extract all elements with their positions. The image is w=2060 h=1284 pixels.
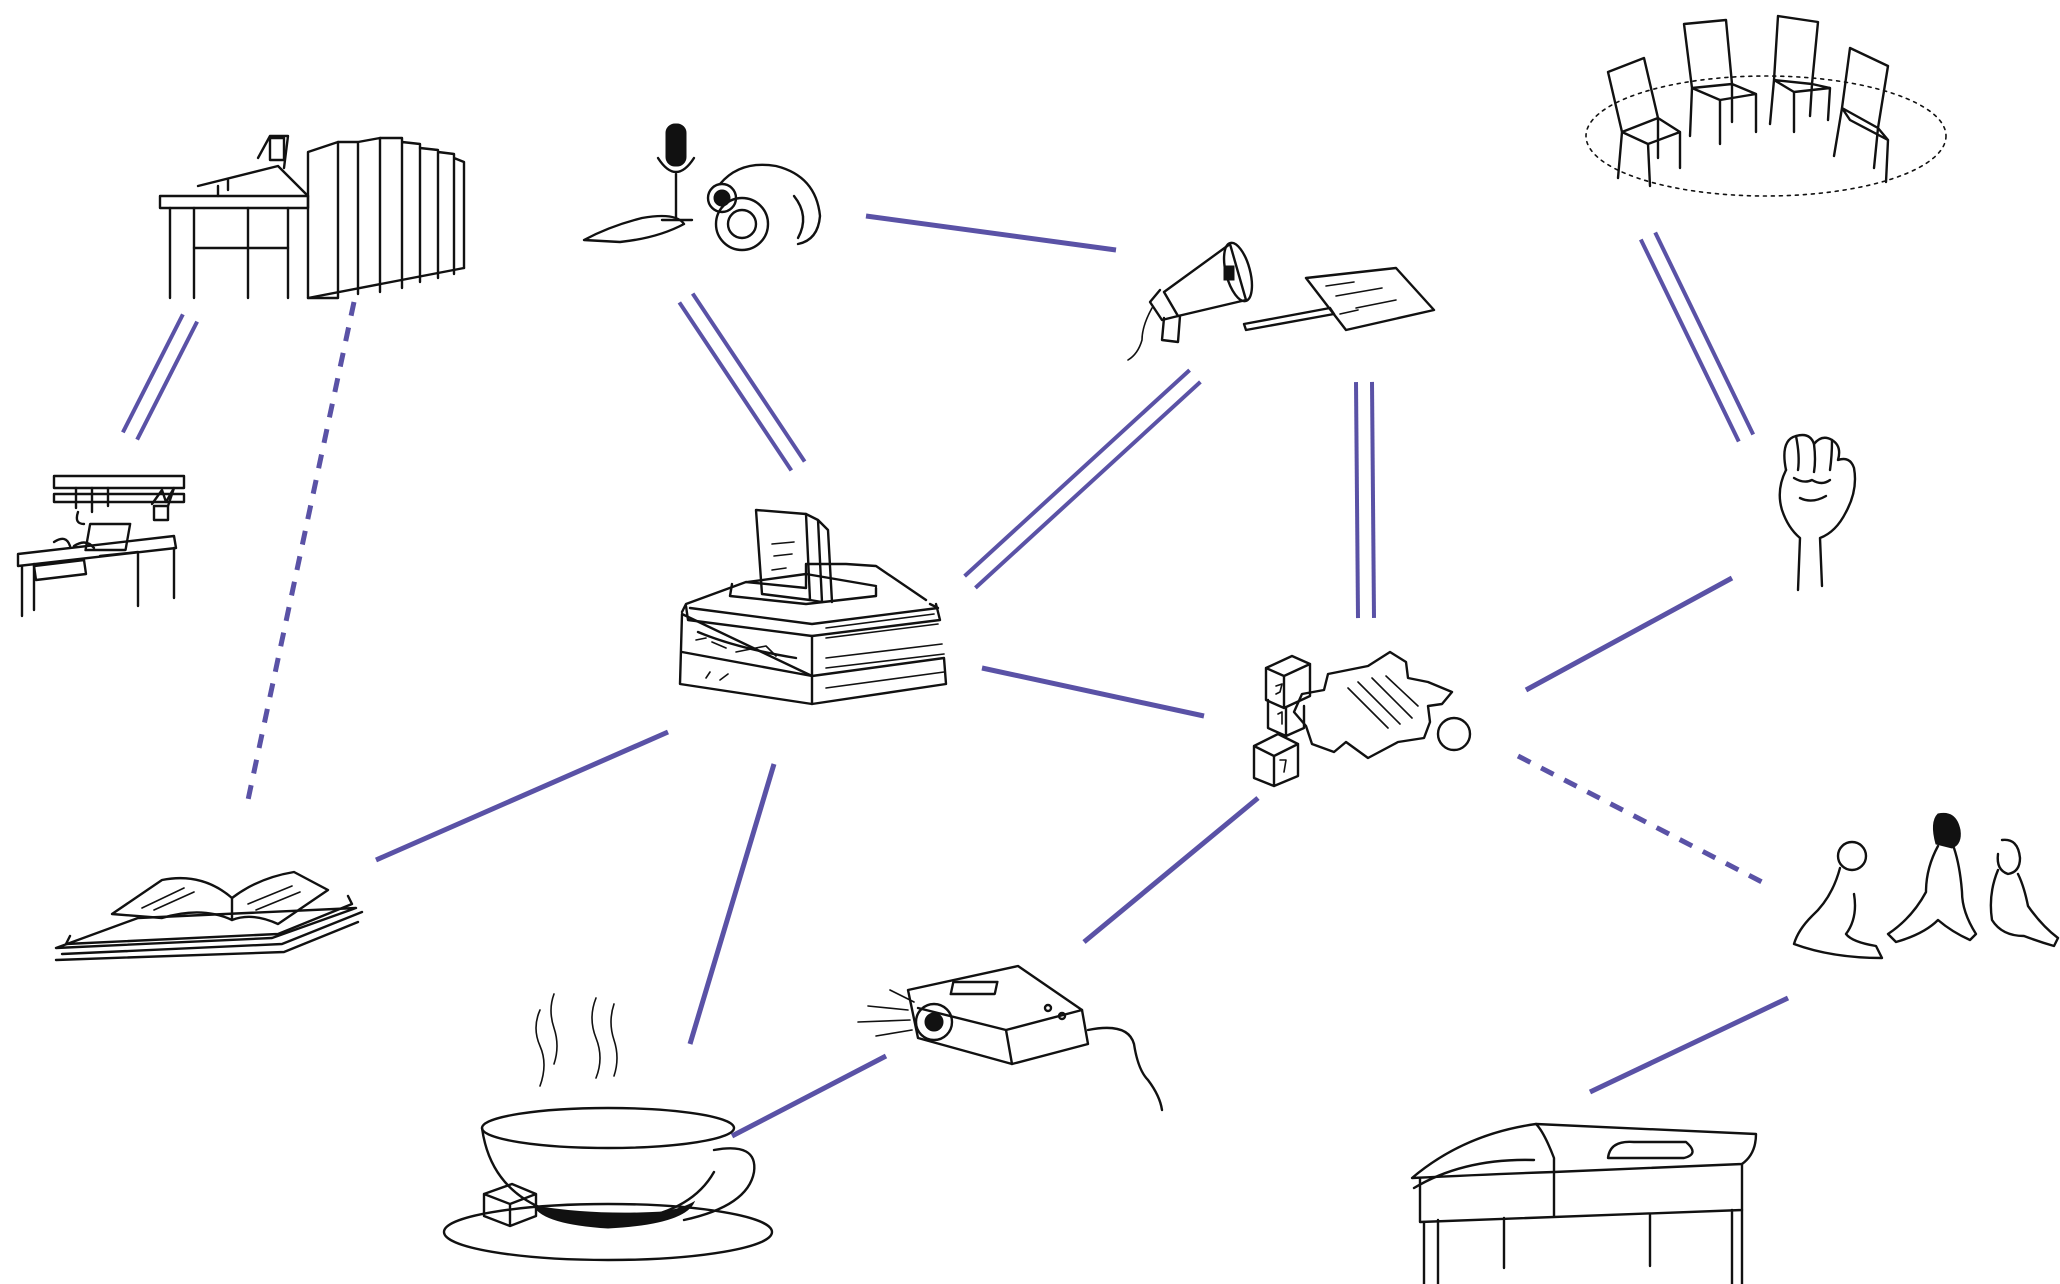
- link-microphone-headphones-to-book-stack: [677, 292, 807, 472]
- people-sitting-icon: [1792, 812, 2060, 960]
- book-stack-icon: [678, 508, 948, 706]
- link-toys-puzzle-to-projector: [1082, 796, 1260, 944]
- link-megaphone-paper-to-book-stack: [963, 368, 1202, 590]
- link-megaphone-paper-to-toys-puzzle: [1354, 381, 1376, 619]
- workbench-icon: [16, 474, 186, 618]
- printing-press-icon: [158, 134, 466, 300]
- link-people-sitting-to-daybed: [1588, 995, 1790, 1095]
- link-book-stack-to-coffee-cup: [687, 763, 777, 1045]
- projector-icon: [857, 964, 1164, 1112]
- link-printing-press-to-workbench: [121, 313, 199, 441]
- link-toys-puzzle-to-people-sitting: [1516, 753, 1764, 885]
- microphone-headphones-icon: [582, 123, 822, 252]
- raised-fist-icon: [1778, 433, 1857, 592]
- open-book-icon: [54, 870, 364, 962]
- chairs-circle-icon: [1585, 14, 1947, 197]
- link-book-stack-to-toys-puzzle: [981, 665, 1205, 719]
- daybed-icon: [1410, 1122, 1758, 1284]
- coffee-cup-icon: [442, 993, 774, 1262]
- puzzle-toys-icon: [1252, 650, 1472, 788]
- link-book-stack-to-open-book-papers: [374, 729, 670, 863]
- link-microphone-headphones-to-megaphone-paper: [865, 213, 1117, 253]
- connector-lines: [121, 213, 1790, 1139]
- link-projector-to-coffee-cup: [730, 1053, 888, 1139]
- link-toys-puzzle-to-raised-fist: [1524, 575, 1734, 693]
- megaphone-icon: [1127, 241, 1436, 361]
- link-chairs-circle-to-raised-fist: [1639, 231, 1755, 443]
- link-printing-press-to-open-book-papers: [245, 301, 357, 801]
